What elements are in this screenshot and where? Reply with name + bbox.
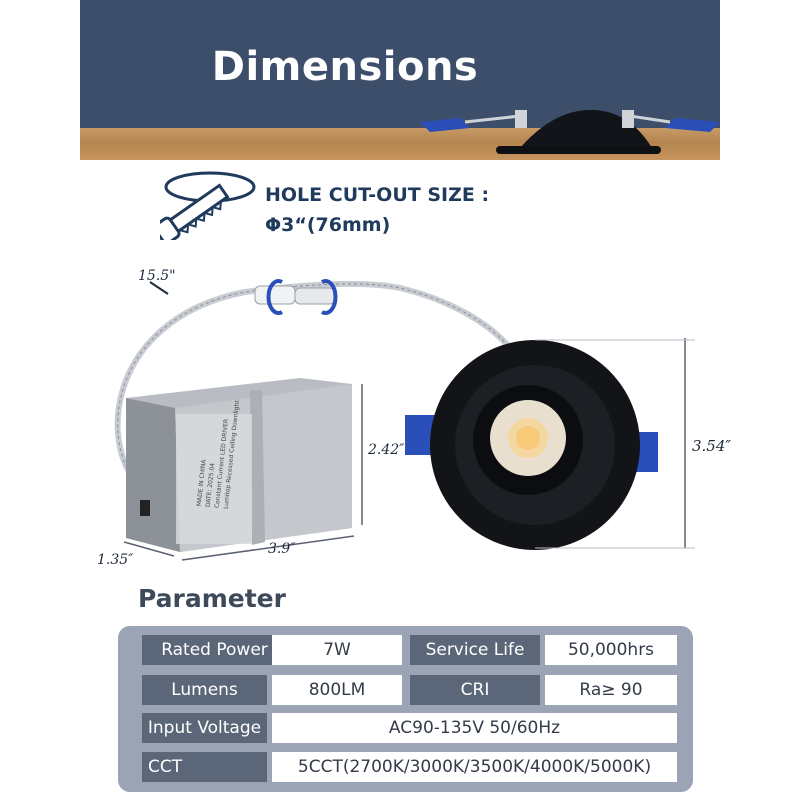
rated-power-value: 7W [272,635,402,665]
led-downlight [405,340,658,550]
parameter-table: Rated Power 7W Service Life 50,000hrs Lu… [118,626,693,792]
service-life-label: Service Life [410,635,540,665]
cct-value: 5CCT(2700K/3000K/3500K/4000K/5000K) [272,752,677,782]
parameter-title: Parameter [138,584,286,613]
spring-clip-right [622,110,720,132]
cri-label: CRI [410,675,540,705]
led-driver-box [126,378,352,552]
page-title: Dimensions [211,44,479,90]
input-voltage-value: AC90-135V 50/60Hz [272,713,677,743]
cri-value: Ra≥ 90 [545,675,677,705]
hole-cutout-value: Φ3“(76mm) [265,214,391,236]
cable-length-label: 15.5" [138,268,176,284]
rated-power-label: Rated Power [142,635,287,665]
spring-clip-left [420,110,527,132]
input-voltage-label: Input Voltage [142,713,267,743]
product-illustration [114,279,695,561]
driver-depth-label: 1.35″ [97,552,134,568]
installed-light-illustration [420,109,720,154]
quick-connector [254,279,338,315]
lumens-value: 800LM [272,675,402,705]
saw-cutting-hole-icon [160,171,256,240]
cct-label: CCT [142,752,267,782]
hole-cutout-text: HOLE CUT-OUT SIZE : Φ3“(76mm) [265,180,489,240]
driver-height-label: 2.42″ [368,442,405,458]
service-life-value: 50,000hrs [545,635,677,665]
hole-cutout-label: HOLE CUT-OUT SIZE : [265,184,490,206]
lumens-label: Lumens [142,675,267,705]
driver-width-label: 3.9″ [268,541,296,557]
light-diameter-label: 3.54″ [692,437,732,455]
